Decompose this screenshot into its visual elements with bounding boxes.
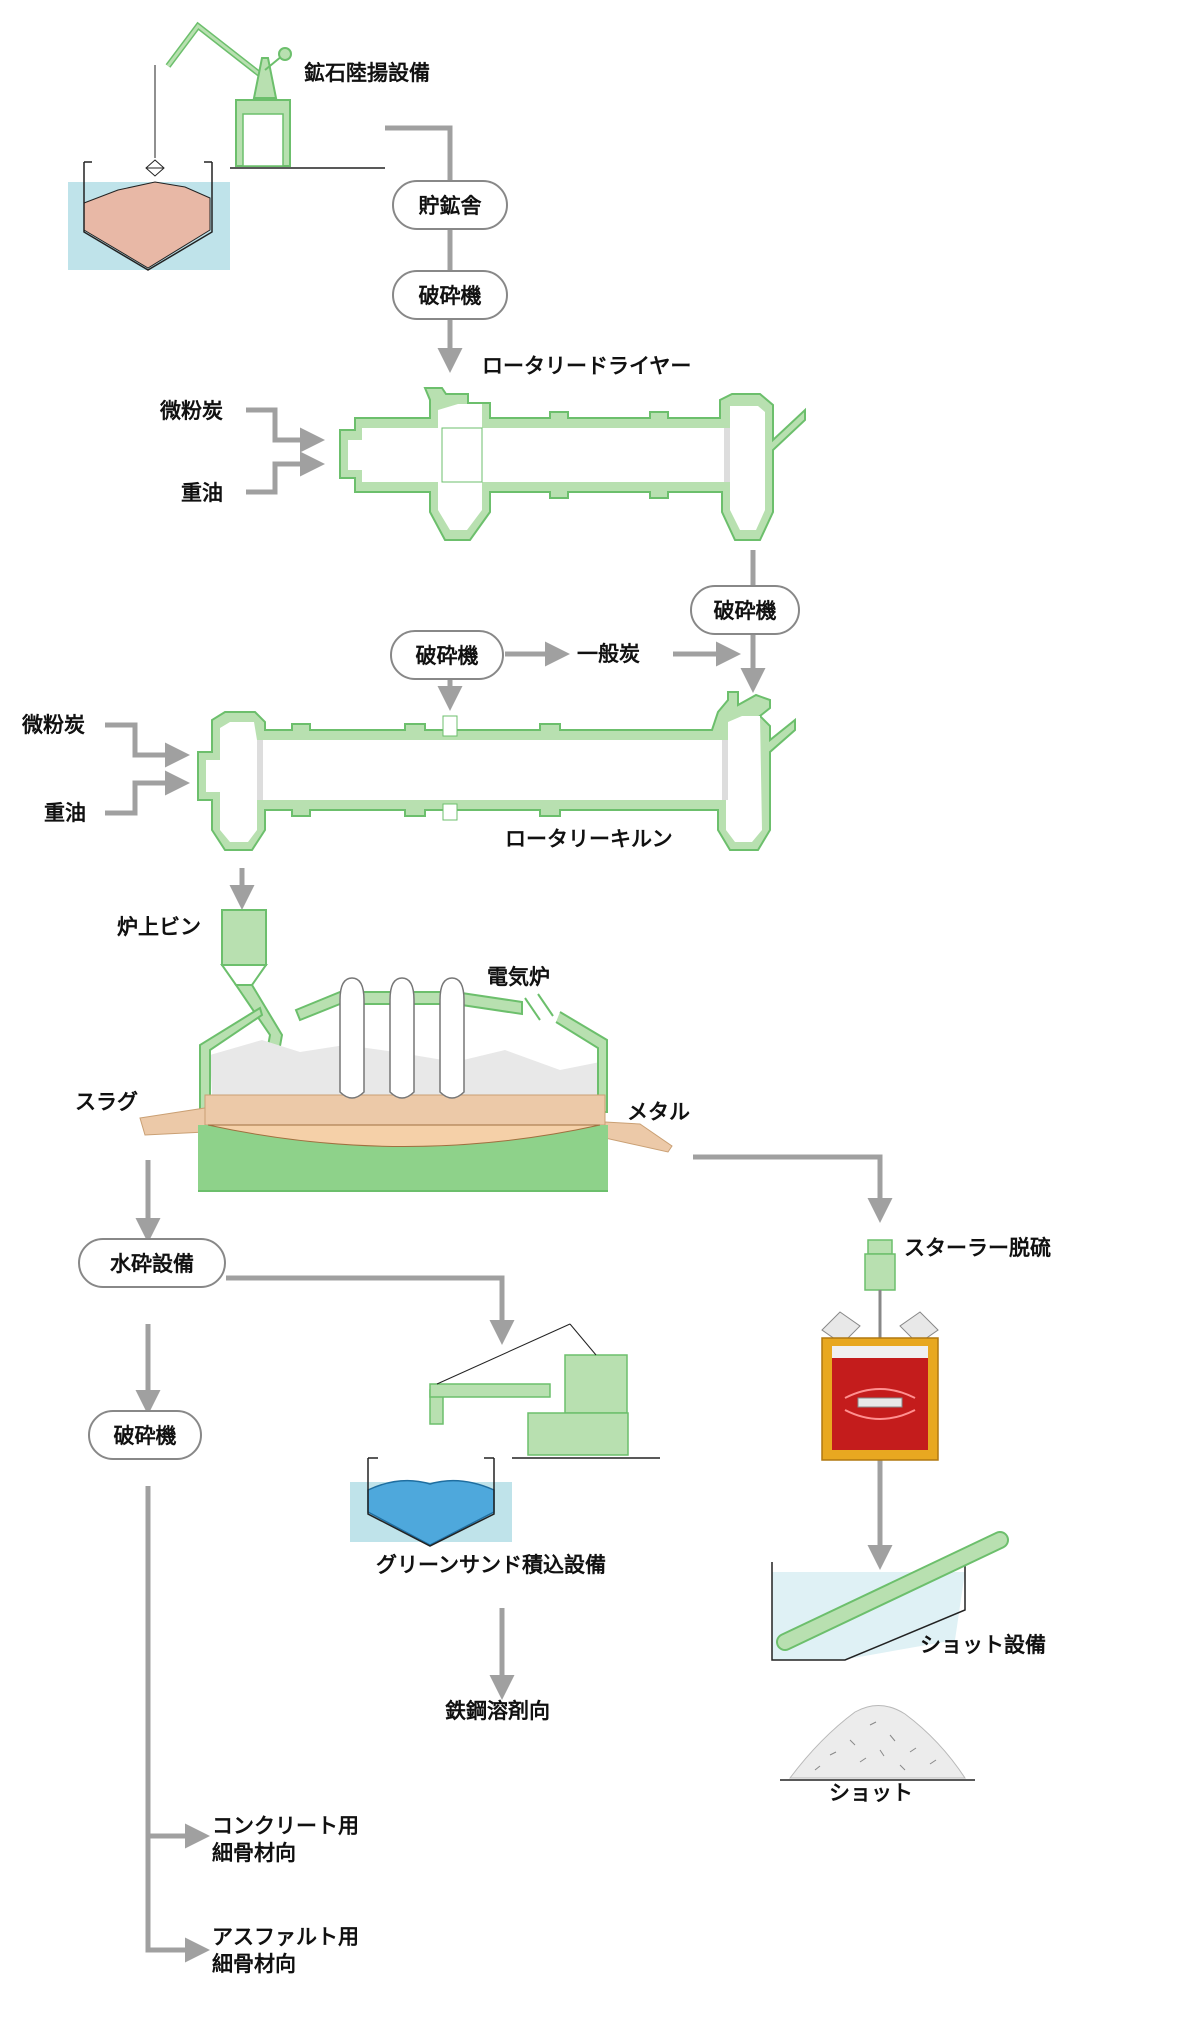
electric-furnace-label: 電気炉 [487,965,550,989]
greensand-loading-equipment [350,1323,660,1547]
greensand-loading-label: グリーンサンド積込設備 [376,1553,606,1577]
shot-equipment [771,1531,1009,1661]
shot-label: ショット [829,1781,913,1805]
crusher-node-3: 破砕機 [390,630,504,680]
fine-coal-label-2: 微粉炭 [22,713,85,737]
rotary-kiln-label: ロータリーキルン [505,827,673,851]
water-granulation-node: 水砕設備 [78,1238,226,1288]
crusher-node-1: 破砕機 [392,270,508,320]
ore-storage-node: 貯鉱舎 [392,180,508,230]
rotary-kiln [197,691,796,851]
ore-unloading-label: 鉱石陸揚設備 [304,61,430,85]
asphalt-aggregate-label-1: アスファルト用 [212,1925,359,1949]
electric-furnace [139,909,673,1192]
heavy-oil-label-1: 重油 [181,481,223,505]
steel-flux-label: 鉄鋼溶剤向 [445,1699,550,1723]
stirrer-desulfurization-ladle [821,1239,939,1461]
asphalt-aggregate-label-2: 細骨材向 [212,1952,296,1976]
crusher-node-4: 破砕機 [88,1410,202,1460]
general-coal-label: 一般炭 [577,642,640,666]
furnace-bin-label: 炉上ビン [117,915,201,939]
rotary-dryer-label: ロータリードライヤー [482,354,692,378]
shot-pile [780,1705,975,1781]
concrete-aggregate-label-1: コンクリート用 [212,1814,359,1838]
rotary-dryer [339,387,806,541]
concrete-aggregate-label-2: 細骨材向 [212,1841,296,1865]
heavy-oil-label-2: 重油 [44,801,86,825]
stirrer-desulfurization-label: スターラー脱硫 [904,1236,1051,1260]
fine-coal-label-1: 微粉炭 [160,399,223,423]
crusher-node-2: 破砕機 [690,585,800,635]
shot-equipment-label: ショット設備 [920,1633,1046,1657]
ore-unloading-equipment [68,21,385,271]
metal-label: メタル [627,1100,690,1124]
slag-label: スラグ [75,1090,138,1114]
flow-arrows [105,125,893,1963]
